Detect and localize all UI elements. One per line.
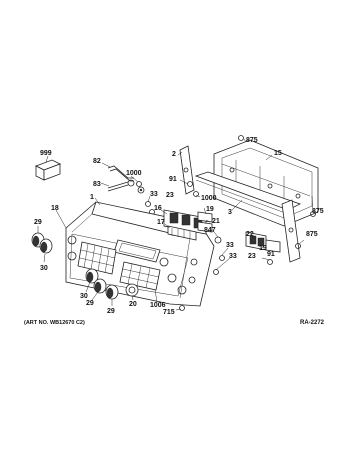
label-875-top: 875 [246, 137, 258, 144]
part-21-19-switches [197, 211, 213, 233]
label-1006: 1006 [150, 302, 166, 309]
part-knobs-left [31, 232, 53, 254]
label-91-lower: 91 [267, 251, 275, 258]
label-19-upper: 19 [206, 206, 214, 213]
label-1: 1 [90, 194, 94, 201]
part-knobs-bottom [85, 268, 139, 300]
label-82: 82 [93, 158, 101, 165]
label-33-upper: 33 [150, 191, 158, 198]
label-3: 3 [228, 209, 232, 216]
label-999: 999 [40, 150, 52, 157]
label-847: 847 [204, 227, 216, 234]
label-30-left: 30 [40, 265, 48, 272]
part-number-labels: 999 82 1000 83 33 1 18 29 30 16 23 17 2 … [34, 137, 324, 316]
part-83-screw [107, 179, 135, 192]
label-29-bottom-right: 29 [107, 308, 115, 315]
label-1000-right: 1000 [201, 195, 217, 202]
part-1000-screw-left [137, 186, 145, 194]
label-18: 18 [51, 205, 59, 212]
label-2: 2 [172, 151, 176, 158]
label-30-bottom: 30 [80, 293, 88, 300]
label-23-left: 23 [166, 192, 174, 199]
label-19-lower: 19 [259, 245, 267, 252]
part-875-screws [238, 135, 316, 249]
label-17: 17 [157, 219, 165, 226]
label-875-lower: 875 [306, 231, 318, 238]
label-23-right: 23 [248, 253, 256, 260]
art-number: (ART NO. WB12670 C2) [24, 320, 85, 326]
keypad-grid [77, 241, 117, 275]
label-33-lower: 33 [229, 253, 237, 260]
part-3-support-bar [194, 171, 302, 215]
label-15: 15 [274, 150, 282, 157]
label-875-right: 875 [312, 208, 324, 215]
part-16-17-switch-assembly [163, 209, 207, 241]
label-33-mid: 33 [226, 242, 234, 249]
label-29-left: 29 [34, 219, 42, 226]
leader-lines [37, 138, 314, 311]
keypad-grid-right [119, 261, 161, 291]
part-715-screw [179, 305, 185, 311]
label-91-upper: 91 [169, 176, 177, 183]
part-22-switch-group-right [245, 231, 281, 253]
label-1000-left: 1000 [126, 170, 142, 177]
label-83: 83 [93, 181, 101, 188]
part-82-bracket [107, 165, 142, 187]
label-21: 21 [212, 218, 220, 225]
part-2-end-bracket-left [179, 145, 195, 195]
label-16: 16 [154, 205, 162, 212]
part-999-box [35, 159, 61, 181]
label-29-bottom-left: 29 [86, 300, 94, 307]
reference-code: RA-2272 [300, 320, 325, 326]
label-20: 20 [129, 301, 137, 308]
label-715: 715 [163, 309, 175, 316]
label-22: 22 [246, 231, 254, 238]
